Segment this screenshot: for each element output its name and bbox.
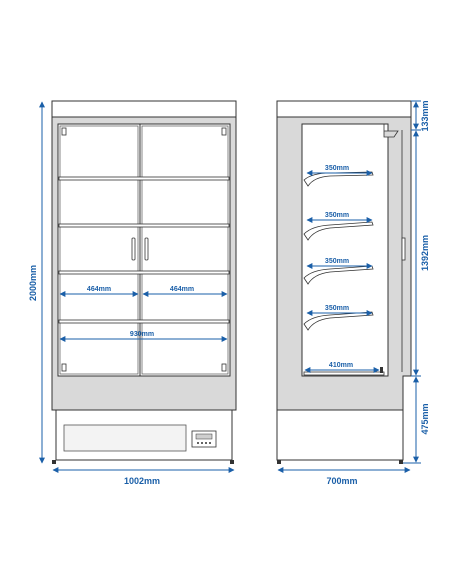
shelf-right-width-label: 464mm — [170, 286, 194, 293]
left-door-handle — [131, 237, 136, 261]
side-canopy — [276, 100, 412, 118]
side-shelf-3-label: 350mm — [325, 258, 349, 265]
digital-controller-icon — [191, 430, 217, 448]
side-shelf-2-label: 350mm — [325, 212, 349, 219]
side-door-handle — [401, 237, 406, 261]
front-glass-area — [57, 123, 231, 377]
front-canopy — [51, 100, 237, 118]
side-base — [276, 409, 404, 461]
middle-height-label: 1392mm — [420, 235, 430, 271]
left-door-frame — [59, 125, 139, 375]
right-door-handle — [144, 237, 149, 261]
right-door-frame — [141, 125, 229, 375]
bottom-height-label: 475mm — [420, 403, 430, 434]
side-shelf-4-label: 350mm — [325, 305, 349, 312]
front-foot-right — [230, 460, 234, 464]
side-shelf-1-label: 350mm — [325, 165, 349, 172]
shelf-left-width-label: 464mm — [87, 286, 111, 293]
front-shelves — [58, 176, 230, 324]
front-view: 464mm 464mm 930mm 2000mm 1002mm — [28, 100, 237, 486]
depth-label: 700mm — [326, 476, 357, 486]
inner-width-label: 930mm — [130, 331, 154, 338]
side-base-shelf-label: 410mm — [329, 362, 353, 369]
door-hinges — [61, 127, 227, 372]
front-foot-left — [52, 460, 56, 464]
side-view: 350mm 350mm 350mm 350mm 410mm 700mm 133m… — [276, 100, 430, 486]
overall-height-label: 2000mm — [28, 265, 38, 301]
overall-width-label: 1002mm — [124, 476, 160, 486]
front-vent-grille — [63, 424, 187, 452]
side-foot-left — [277, 460, 281, 464]
top-height-label: 133mm — [420, 100, 430, 131]
side-foot-right — [399, 460, 403, 464]
side-air-deflector — [383, 124, 399, 138]
side-inner-cavity — [301, 123, 389, 377]
